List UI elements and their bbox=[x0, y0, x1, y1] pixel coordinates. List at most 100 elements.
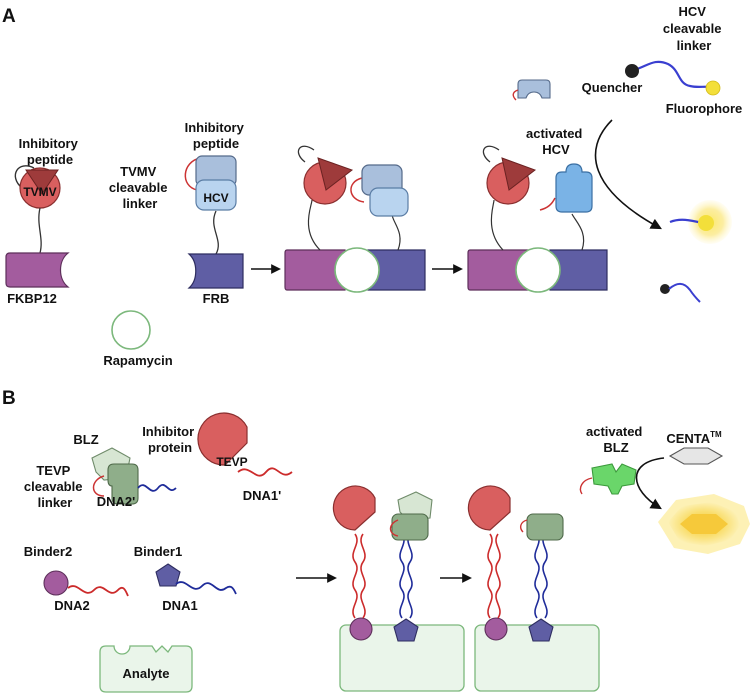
activated-blz: activated BLZ bbox=[579, 424, 646, 495]
inhibitory-peptide-label-2: Inhibitory peptide bbox=[185, 120, 248, 151]
dna-duplex-blue-a-2 bbox=[534, 533, 540, 619]
released-red-linker bbox=[512, 89, 519, 101]
hcv-label: HCV bbox=[203, 191, 228, 205]
dna1-prime-strand bbox=[237, 467, 293, 477]
hcv-cleavable-linker-label: HCV cleavable linker bbox=[663, 4, 725, 53]
binder1-complex1 bbox=[393, 618, 419, 642]
peptide-loop-complex1 bbox=[297, 145, 315, 163]
binder1-pentagon bbox=[155, 563, 181, 587]
fkbp12-label: FKBP12 bbox=[7, 291, 57, 306]
dna2-label: DNA2 bbox=[54, 598, 89, 613]
hcv-cleavable-linker-blue bbox=[633, 60, 713, 89]
tvmv-label: TVMV bbox=[23, 185, 56, 199]
cleaved-linker-fragment-2 bbox=[668, 282, 701, 303]
cleaved-quencher-product bbox=[660, 282, 701, 303]
released-hcv-inhibitor bbox=[512, 79, 551, 101]
dna1-strand bbox=[175, 581, 237, 595]
inhibitory-peptide-complex2 bbox=[501, 157, 537, 191]
tevp-protease bbox=[197, 412, 248, 466]
cleavage-arrow-b bbox=[635, 457, 665, 510]
inhibitor-protein-domain bbox=[107, 463, 139, 505]
inhibitory-peptide-label-1: Inhibitory peptide bbox=[19, 136, 82, 167]
red-linker-complex1 bbox=[350, 177, 365, 203]
blz-label: BLZ bbox=[73, 432, 98, 447]
rapamycin-complex2 bbox=[515, 247, 561, 293]
blz-inhibitor-construct: BLZ Inhibitor protein TEVP cleavable lin… bbox=[24, 424, 198, 510]
centa-product-hexagon bbox=[680, 514, 728, 534]
peptide-loop-complex2 bbox=[482, 145, 500, 163]
tevp-construct: TEVP DNA1' bbox=[197, 412, 293, 503]
activated-hcv-label: activated HCV bbox=[526, 126, 586, 157]
cleaved-red-linker-b bbox=[519, 519, 528, 533]
panel-b-letter: B bbox=[2, 388, 16, 409]
dna-duplex-red-b-2 bbox=[495, 533, 501, 619]
fkbp-tether bbox=[38, 207, 42, 254]
blz-light-complex1 bbox=[397, 491, 433, 521]
hcv-protease bbox=[195, 179, 237, 211]
rapamycin-molecule bbox=[111, 310, 151, 350]
binder1-construct: Binder1 DNA1 bbox=[134, 544, 237, 613]
binder2-sphere bbox=[43, 570, 69, 596]
dna1-prime-label: DNA1' bbox=[243, 488, 282, 503]
ternary-complex-activated: activated HCV bbox=[467, 126, 608, 293]
fluorophore-label: Fluorophore bbox=[666, 101, 743, 116]
dna2-strand bbox=[67, 585, 129, 597]
analyte-construct: Analyte bbox=[99, 645, 193, 693]
proximity-complex-inhibited bbox=[332, 485, 465, 692]
binder2-construct: Binder2 DNA2 bbox=[24, 544, 129, 613]
binder2-complex2 bbox=[484, 617, 508, 641]
fluorophore-dot bbox=[705, 80, 721, 96]
tvmv-cleavable-linker-label: TVMV cleavable linker bbox=[109, 164, 171, 211]
cleaved-red-linker-complex2 bbox=[539, 197, 556, 211]
inhibitor-complex1 bbox=[391, 513, 429, 541]
dna2-prime-strand bbox=[137, 484, 177, 492]
tether-complex2-right bbox=[571, 213, 585, 251]
activated-hcv-protease bbox=[555, 163, 593, 213]
dna1-label: DNA1 bbox=[162, 598, 197, 613]
centa-hexagon bbox=[668, 447, 724, 465]
binder2-complex1 bbox=[349, 617, 373, 641]
tevp-cleavable-linker-red bbox=[92, 475, 105, 497]
activated-blz-label: activated BLZ bbox=[586, 424, 646, 455]
rapamycin-complex1 bbox=[334, 247, 380, 293]
inhibitory-peptide-triangle-1 bbox=[25, 169, 59, 195]
inhibitor-complex2 bbox=[526, 513, 564, 541]
cleaved-fluorescent-product bbox=[669, 200, 732, 244]
free-fluorophore bbox=[698, 215, 714, 231]
tevp-cleavable-linker-label: TEVP cleavable linker bbox=[24, 463, 86, 510]
centa-substrate: CENTATM bbox=[666, 430, 724, 465]
fkbp12-domain-complex2 bbox=[467, 249, 529, 291]
dna-duplex-blue-b-1 bbox=[407, 533, 413, 619]
frb-domain bbox=[187, 253, 244, 289]
panel-a-letter: A bbox=[2, 6, 16, 27]
inhibitor-protein-label: Inhibitor protein bbox=[142, 424, 198, 455]
frb-label: FRB bbox=[203, 291, 230, 306]
activated-blz-linker bbox=[579, 477, 593, 495]
tether-complex1-left bbox=[307, 199, 321, 251]
fkbp12-domain-complex1 bbox=[284, 249, 346, 291]
analyte-label: Analyte bbox=[123, 666, 170, 681]
centa-label: CENTATM bbox=[666, 430, 722, 446]
fkbp12-tvmv-construct: Inhibitory peptide TVMV FKBP12 bbox=[5, 136, 82, 306]
binder1-complex2 bbox=[528, 618, 554, 642]
dna2-prime-label: DNA2' bbox=[97, 494, 136, 509]
dna-duplex-blue-a-1 bbox=[399, 533, 405, 619]
dna-duplex-red-a-2 bbox=[487, 533, 493, 619]
red-linker-b-complex1 bbox=[389, 519, 399, 537]
binder2-label: Binder2 bbox=[24, 544, 72, 559]
hcv-complex1 bbox=[369, 187, 409, 217]
fret-reporter: HCV cleavable linker Quencher Fluorophor… bbox=[582, 4, 743, 116]
quencher-dot bbox=[625, 64, 639, 78]
quencher-label: Quencher bbox=[582, 80, 643, 95]
rapamycin-label: Rapamycin bbox=[103, 353, 172, 368]
binder1-label: Binder1 bbox=[134, 544, 182, 559]
tevp-label: TEVP bbox=[216, 455, 247, 469]
proximity-complex-activated bbox=[467, 485, 600, 692]
centa-cleaved-product bbox=[658, 494, 750, 554]
frb-tether bbox=[213, 210, 219, 255]
tevp-complex1 bbox=[332, 485, 376, 531]
analyte-block bbox=[99, 645, 193, 693]
ternary-complex-inhibited bbox=[284, 145, 426, 293]
free-quencher bbox=[660, 284, 670, 294]
